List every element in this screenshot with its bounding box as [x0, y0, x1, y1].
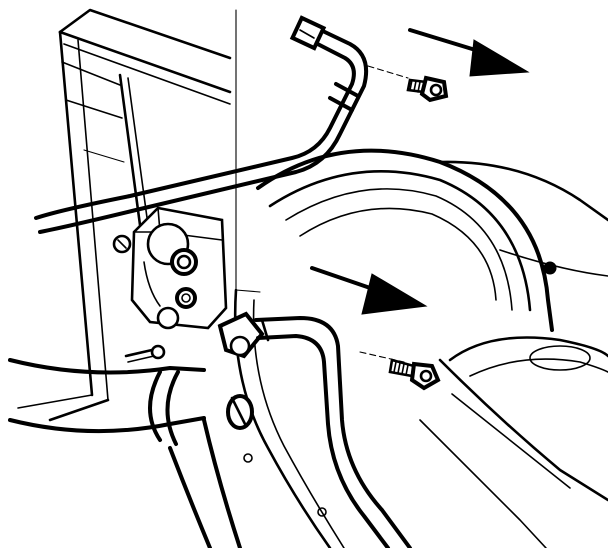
upper-line-fitting [289, 15, 327, 51]
bolt-upper [406, 75, 449, 103]
direction-arrow-upper [408, 28, 530, 77]
fan-shroud [233, 148, 608, 548]
leader-line-upper [367, 65, 409, 79]
lower-hose [8, 358, 254, 548]
mounting-block [112, 206, 228, 363]
upper-ac-line [34, 15, 369, 234]
lower-ac-line [217, 311, 412, 548]
bolt-lower [388, 358, 441, 391]
direction-arrow-lower [310, 266, 428, 315]
leader-line-lower [359, 351, 405, 363]
